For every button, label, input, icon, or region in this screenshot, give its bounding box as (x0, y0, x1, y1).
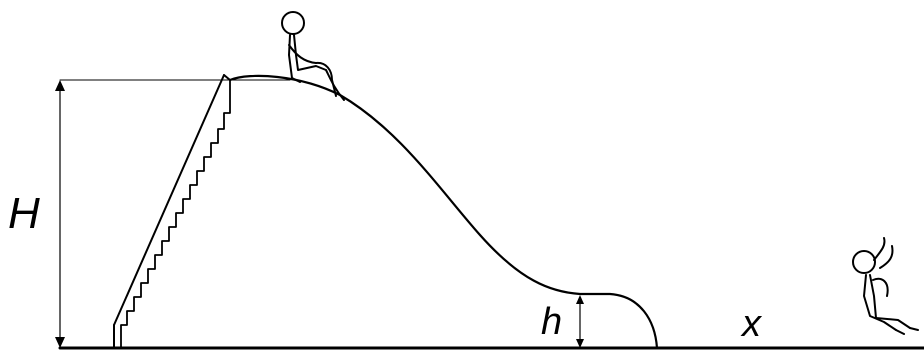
distance-label-x: x (740, 303, 763, 345)
height-arrow-down-icon (55, 337, 65, 348)
stairs-rail (113, 74, 225, 326)
person-on-slide-icon (281, 11, 345, 101)
height-arrow-up-icon (55, 80, 65, 91)
slide-curve (228, 74, 659, 350)
lip-height-label-h: h (541, 301, 562, 343)
lip-arrow-up-icon (576, 295, 584, 304)
lip-arrow-down-icon (576, 339, 584, 348)
stairs-steps (120, 79, 231, 349)
person-landing-icon (852, 237, 919, 335)
height-label-H: H (8, 189, 40, 238)
stairs-top-join (223, 74, 231, 81)
